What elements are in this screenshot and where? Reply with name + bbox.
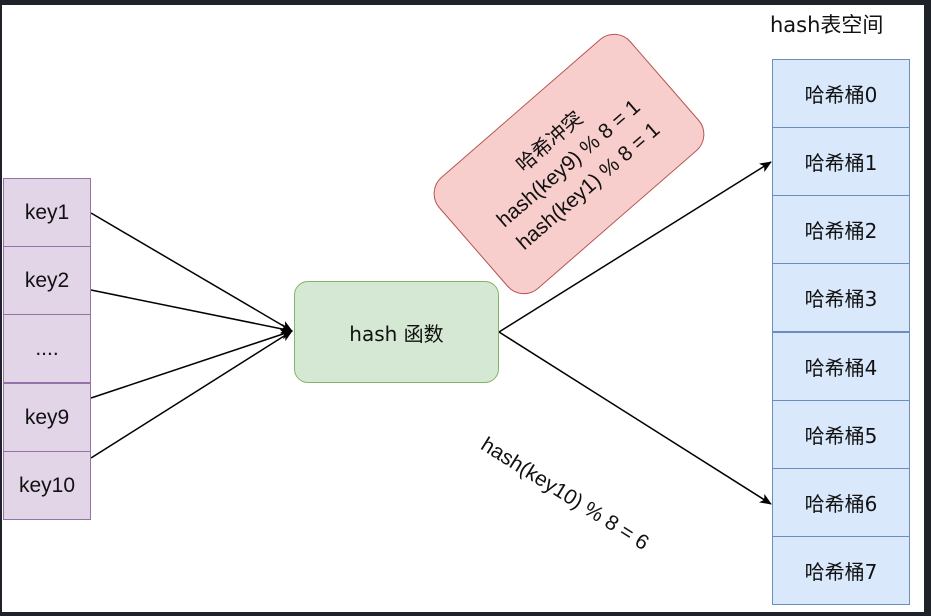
key-cell: key1 [3, 178, 91, 247]
bucket-label: 哈希桶5 [804, 424, 878, 448]
key-label: key9 [24, 405, 70, 429]
edge-key2-to-hash [90, 289, 293, 334]
key-cell: key2 [3, 246, 91, 315]
bucket-cell: 哈希桶5 [772, 400, 910, 469]
hash-function-label: hash 函数 [349, 321, 444, 346]
hash-function-node: hash 函数 [294, 281, 499, 383]
bucket-cell: 哈希桶7 [772, 536, 910, 605]
key-label: key1 [24, 200, 70, 224]
key-cell: key9 [3, 383, 91, 452]
edge-key10-to-hash [90, 330, 293, 459]
bucket-label: 哈希桶6 [804, 492, 878, 516]
key-cell: key10 [3, 451, 91, 520]
edges-layer [90, 161, 772, 505]
bucket-label: 哈希桶3 [804, 287, 878, 311]
key-label: key10 [18, 473, 76, 497]
edge-hash-to-bucket1 [498, 161, 772, 333]
bucket-cell: 哈希桶2 [772, 195, 910, 264]
bucket-label: 哈希桶7 [804, 560, 878, 584]
bucket-cell: 哈希桶3 [772, 263, 910, 332]
edge-key9-to-hash [90, 329, 293, 399]
bucket-label: 哈希桶4 [804, 356, 878, 380]
bucket-cell: 哈希桶1 [772, 127, 910, 196]
bucket-cell: 哈希桶0 [772, 59, 910, 128]
key-cell: .... [3, 314, 91, 383]
key-label: key2 [24, 268, 70, 292]
edge-key1-to-hash [90, 212, 293, 332]
bucket-label: 哈希桶2 [804, 219, 878, 243]
bucket-cell: 哈希桶6 [772, 468, 910, 537]
diagram-canvas: key1 key2 .... key9 key10 hash 函数 哈希冲突 h… [2, 5, 924, 612]
key-label: .... [35, 336, 59, 360]
hash-table-title: hash表空间 [770, 13, 884, 37]
bucket-cell: 哈希桶4 [772, 332, 910, 401]
edge-hash-to-bucket6 [498, 331, 772, 505]
bucket-label: 哈希桶1 [804, 151, 878, 175]
bucket-label: 哈希桶0 [804, 83, 878, 107]
